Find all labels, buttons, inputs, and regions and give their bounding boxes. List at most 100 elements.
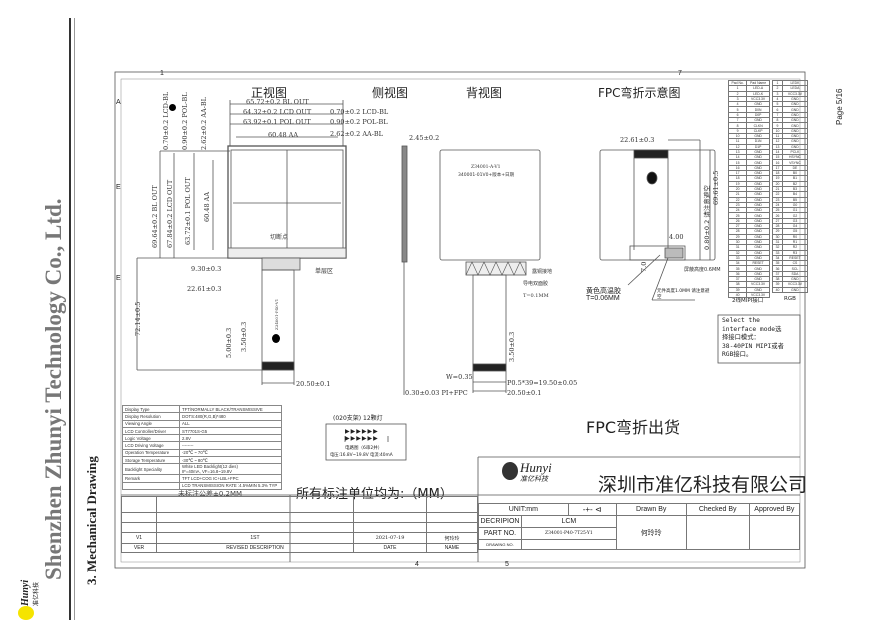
spec-label: Display Resolution <box>122 412 180 421</box>
sidebar-header: Hunyi 准亿科技 Shenzhen Zhunyi Technology Co… <box>0 0 110 642</box>
dim-back-width: 20.50±0.1 <box>507 389 542 397</box>
dim-aa-bl: 2.62±0.2 AA-BL <box>330 130 383 138</box>
spec-value: TFT LCD+COG IC+LBL+FPC <box>179 474 282 483</box>
spec-value: -20℃ ~ 70℃ <box>179 448 282 458</box>
spec-label: Storage Temperature <box>122 456 180 465</box>
spec-value: DOTS:480(R,G,B)*480 <box>179 412 282 421</box>
dim-bend-400: 4.00 <box>669 233 684 241</box>
projection-symbol-icon: -+- ⊲ <box>567 503 617 516</box>
led-title: (020支架) 12颗灯 <box>333 415 383 422</box>
description-label: DECRIPION <box>478 515 522 528</box>
revision-desc: 1ST <box>156 532 354 544</box>
checked-by-label: Checked By <box>685 503 750 516</box>
fpc-dot-icon <box>272 334 280 343</box>
outer-frame <box>114 71 806 569</box>
note-shield-height: 屏蔽高度0.6MM <box>684 267 721 273</box>
part-no-label: PART NO. <box>478 527 522 540</box>
unit-label: UNIT:mm <box>478 503 569 516</box>
led-circuit-label: 电路图（6串2并） <box>345 446 383 451</box>
revision-date: 2021-07-19 <box>353 532 427 544</box>
dim-aa: 60.48 AA <box>268 131 299 139</box>
dim-v-lcd-bl: 0.70±0.2 LCD-BL <box>162 91 170 150</box>
spec-value: -30℃ ~ 80℃ <box>179 456 282 465</box>
spec-label: Logic Voltage <box>122 434 180 443</box>
spec-row: Storage Temperature-30℃ ~ 80℃ <box>122 456 282 465</box>
led-spec: 电压:16.8V~19.8V 电流:40mA <box>330 453 393 458</box>
dim-w035: W=0.35 <box>446 373 473 381</box>
frame-row-label: E <box>116 275 121 282</box>
logo-mark-icon <box>18 606 34 620</box>
revision-name: 何玲玲 <box>426 532 478 544</box>
spec-label: LCD Driving Voltage <box>122 441 180 450</box>
revision-ver: V1 <box>121 532 157 544</box>
interface-note-line: interface mode选 <box>722 325 782 333</box>
spec-label: Backlight Speciality <box>122 463 180 476</box>
spec-row: Operation Temperature-20℃ ~ 70℃ <box>122 448 282 458</box>
fpc-bend-view-title: FPC弯折示意图 <box>598 86 681 100</box>
dim-v-pol-out: 63.72±0.1 POL OUT <box>184 177 192 245</box>
dim-bend-6961: 69.61±0.5 <box>712 170 720 205</box>
dim-v-aa-bl: 2.62±0.2 AA-BL <box>200 97 208 150</box>
dim-lcd-out: 64.32±0.2 LCD OUT <box>243 108 312 116</box>
spec-value: 2.8V <box>179 434 282 443</box>
header-ver: VER <box>121 543 157 553</box>
spec-value: ST7701S-G5 <box>179 426 282 436</box>
spec-label: Viewing Angle <box>122 419 180 428</box>
dim-lcd-bl: 0.70±0.2 LCD-BL <box>330 108 389 116</box>
spec-label: Remark <box>122 474 180 483</box>
header-date: DATE <box>353 543 427 553</box>
drawing-no-label: DRAWING NO. <box>478 539 522 550</box>
dim-back-350: 3.50±0.3 <box>508 331 516 362</box>
note-tape-thickness: T=0.1MM <box>523 293 549 299</box>
dim-pi-fpc: 0.30±0.03 PI+FPC <box>405 389 468 397</box>
approved-by-label: Approved By <box>748 503 801 516</box>
dim-fpc-width: 20.50±0.1 <box>296 380 331 388</box>
frame-col-label: 4 <box>415 561 419 568</box>
logo: Hunyi 准亿科技 <box>18 580 44 622</box>
spec-row: LCD Driving Voltage-------- <box>122 441 282 450</box>
spec-value: White LED Backlight(12 dies)IF=40mA, VF=… <box>179 463 282 476</box>
dim-total-height: 72.14±0.5 <box>134 301 142 336</box>
frame-col-label: 5 <box>505 561 509 568</box>
divider <box>69 18 75 620</box>
marker-dot-icon <box>169 104 176 111</box>
note-component-height: 元件高度1.0MM 请注意避空 <box>657 289 710 300</box>
dim-bend-2261: 22.61±0.3 <box>620 136 655 144</box>
led-array-icon: ▶▶▶▶▶▶▶▶▶▶▶▶ <box>345 429 379 442</box>
dim-pol-out: 63.92±0.1 POL OUT <box>243 118 311 126</box>
spec-value: LCD TRANSMISSION RATE :4.5%MIN 5.3% TYP <box>179 481 282 490</box>
pin-header: Pad Name <box>746 79 770 87</box>
frame-col-label: 7 <box>678 70 682 77</box>
frame-row-label: A <box>116 99 121 106</box>
back-label-1: Z34001-A-V1 <box>471 165 501 170</box>
front-view-title: 正视图 <box>251 86 288 100</box>
pin-number: 40 <box>772 286 783 293</box>
note-cutoff-point: 切断点 <box>270 234 289 241</box>
dim-pitch: P0.5*39=19.50±0.05 <box>507 379 578 387</box>
rgb-label: RGB <box>784 296 796 302</box>
header-name: NAME <box>426 543 478 553</box>
tolerance-note: 未标注公差±0.2MM <box>178 490 243 498</box>
interface-note-line: 择接口模式： <box>722 334 760 341</box>
interface-note: Select the interface mode选 择接口模式： 38-40P… <box>722 317 784 360</box>
fpc-label: Z34001-P40-V1 <box>274 298 279 330</box>
fpc-shipping-title: FPC弯折出货 <box>586 418 681 437</box>
mipi-label: 2线MIPI接口 <box>732 298 764 304</box>
dim-v-pol-bl: 0.90±0.2 POL-BL <box>181 92 189 150</box>
note-copper-ground: 露铜接地 <box>532 269 553 275</box>
dim-pol-bl: 0.90±0.2 POL-BL <box>330 118 388 126</box>
interface-note-line: 38-40PIN MIPI或者 <box>722 342 784 350</box>
dim-v-bl-out: 69.64±0.2 BL OUT <box>151 185 159 248</box>
frame-col-label: 1 <box>160 70 164 77</box>
dim-v-aa: 60.48 AA <box>203 191 211 222</box>
